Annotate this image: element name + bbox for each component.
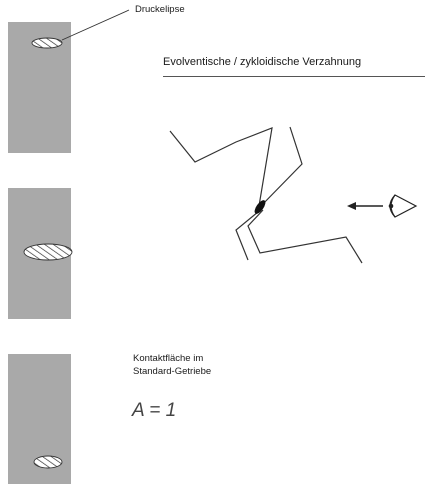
pressure-ellipse-label: Druckelipse (135, 4, 185, 15)
hatched-ellipse-icon (31, 37, 63, 49)
contact-area-label-line2: Standard-Getriebe (133, 366, 212, 377)
contact-area-label-line1: Kontaktfläche im (133, 353, 204, 364)
gear-tooth-icon-upper-flank (258, 126, 303, 209)
gear-tooth-icon-upper (169, 127, 273, 207)
area-formula: A = 1 (132, 400, 177, 421)
hatched-ellipse-icon (33, 455, 63, 469)
title-underline (163, 76, 425, 77)
pressure-ellipse-leader (61, 9, 130, 41)
gear-tooth-icon-lower-flank (235, 211, 259, 261)
contact-ellipse (254, 200, 266, 214)
eye-icon (388, 194, 418, 218)
hatched-ellipse-icon (23, 243, 73, 261)
gear-tooth-icon-lower (247, 209, 363, 264)
arrow-left-icon (347, 202, 383, 210)
diagram-title: Evolventische / zykloidische Verzahnung (163, 56, 362, 68)
